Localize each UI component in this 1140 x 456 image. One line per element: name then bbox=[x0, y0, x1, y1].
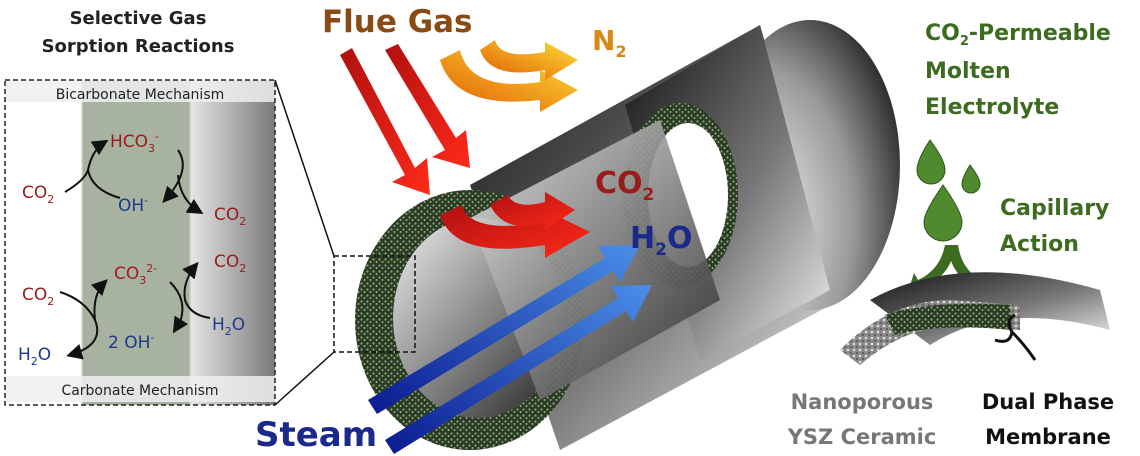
electrolyte-label: CO2-Permeable Molten Electrolyte bbox=[925, 21, 1111, 120]
species-co2-in-bottom: CO2 bbox=[22, 285, 54, 308]
species-h2o-right: H2O bbox=[212, 315, 245, 338]
panel-title-line1: Selective Gas bbox=[70, 8, 207, 29]
inset-dashed-border bbox=[4, 79, 276, 406]
reaction-arrows bbox=[59, 139, 211, 360]
co2-label: CO2 bbox=[595, 166, 654, 205]
steam-arrows bbox=[368, 245, 652, 454]
droplet-icon bbox=[961, 164, 981, 194]
zoom-region bbox=[333, 255, 416, 353]
species-2oh: 2 OH- bbox=[108, 331, 154, 353]
svg-text:Molten: Molten bbox=[925, 59, 1011, 84]
ysz-label-line1: Nanoporous bbox=[791, 390, 934, 414]
membrane-label-line1: Dual Phase bbox=[982, 390, 1114, 414]
ysz-label-line2: YSZ Ceramic bbox=[787, 425, 937, 449]
inset-background bbox=[5, 80, 275, 405]
dual-phase-segment bbox=[885, 303, 1012, 335]
flue-gas-label: Flue Gas bbox=[322, 4, 473, 40]
species-h2o-left: H2O bbox=[18, 345, 51, 368]
panel-title-line2: Sorption Reactions bbox=[42, 36, 235, 57]
species-co2-out-bottom: CO2 bbox=[214, 252, 246, 275]
membrane-label-line2: Membrane bbox=[985, 425, 1111, 449]
droplet-icon bbox=[916, 139, 946, 185]
capillary-label-line2: Action bbox=[1000, 232, 1079, 257]
zoom-line-top bbox=[274, 79, 335, 257]
svg-text:Electrolyte: Electrolyte bbox=[925, 95, 1059, 120]
species-co2-in-top: CO2 bbox=[22, 183, 54, 206]
species-oh: OH- bbox=[118, 194, 148, 216]
n2-arrow bbox=[440, 50, 578, 112]
h2o-label: H2O bbox=[630, 221, 692, 260]
capillary-label-line1: Capillary bbox=[1000, 196, 1109, 221]
zoom-line-bottom bbox=[274, 351, 335, 406]
n2-label: N2 bbox=[592, 24, 627, 61]
bicarbonate-label: Bicarbonate Mechanism bbox=[56, 87, 225, 103]
species-co2-out-top: CO2 bbox=[214, 205, 246, 228]
species-hco3: HCO3- bbox=[110, 130, 159, 155]
membrane-cross-section bbox=[840, 272, 1110, 365]
species-co3: CO32- bbox=[114, 262, 157, 287]
flue-gas-arrows bbox=[340, 40, 590, 258]
reaction-inset: Bicarbonate Mechanism Carbonate Mechanis… bbox=[4, 79, 276, 406]
carbonate-label: Carbonate Mechanism bbox=[61, 383, 218, 399]
membrane-pointer bbox=[994, 313, 1037, 361]
steam-label: Steam bbox=[255, 415, 377, 455]
droplet-icon bbox=[923, 184, 963, 242]
electrolyte-droplets bbox=[916, 139, 981, 242]
svg-text:CO2-Permeable: CO2-Permeable bbox=[925, 21, 1111, 49]
